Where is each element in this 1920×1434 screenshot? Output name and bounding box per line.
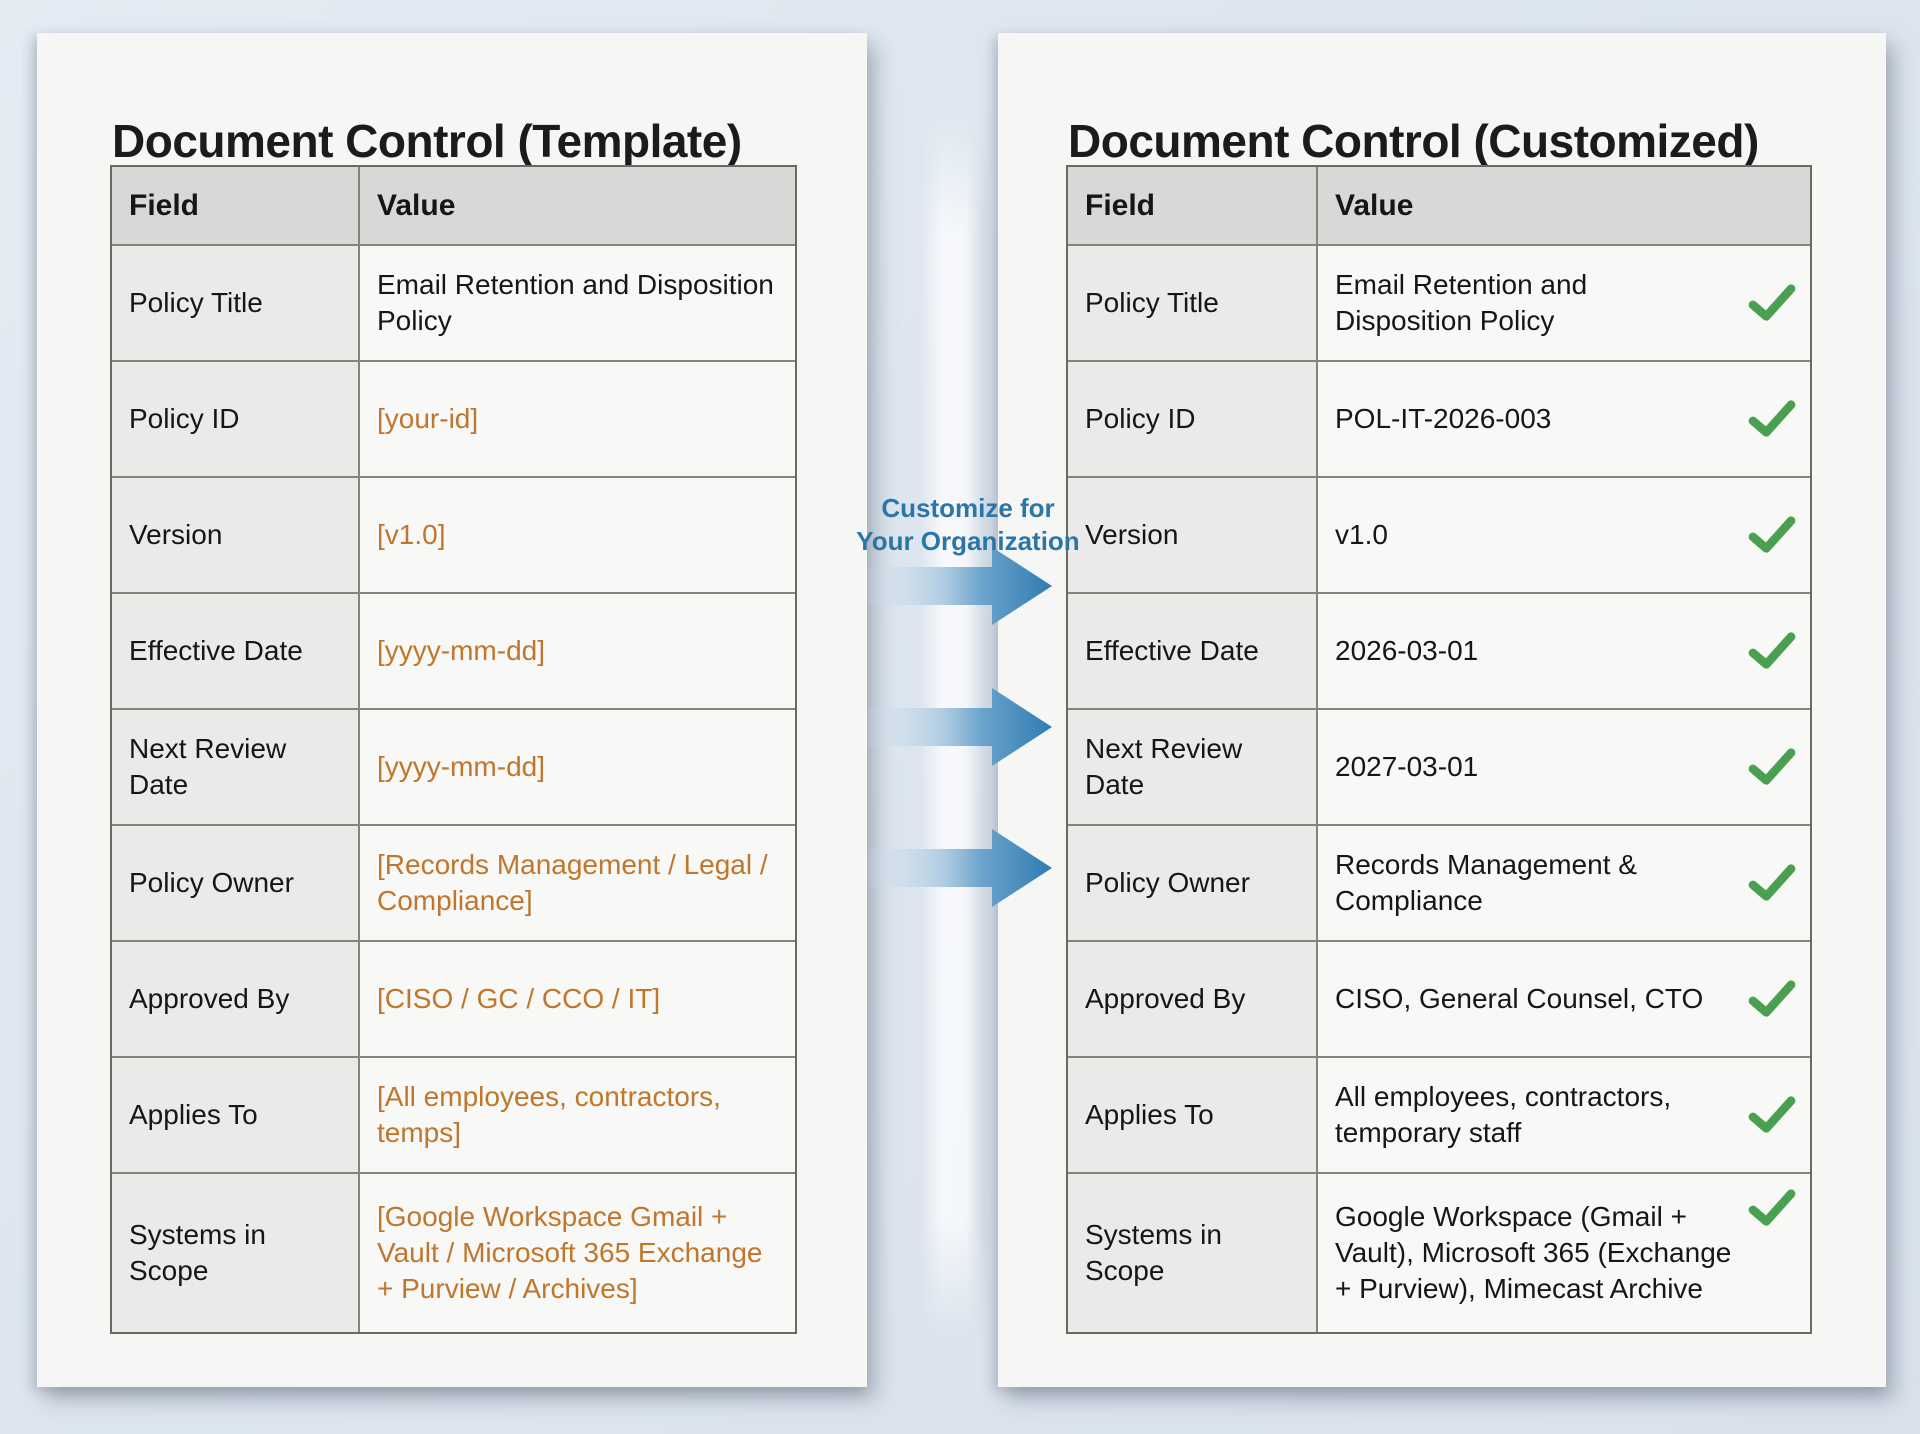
customize-caption: Customize for Your Organization (828, 492, 1108, 558)
table-row: Approved By[CISO / GC / CCO / IT] (112, 940, 795, 1056)
field-cell: Policy Title (112, 246, 360, 360)
column-header-field: Field (112, 167, 360, 244)
arrow-right-icon (868, 547, 1052, 625)
field-cell: Applies To (112, 1058, 360, 1172)
field-cell: Policy Owner (1068, 826, 1318, 940)
value-cell: Google Workspace (Gmail + Vault), Micros… (1318, 1174, 1810, 1332)
field-cell: Approved By (112, 942, 360, 1056)
table-row: Next Review Date[yyyy-mm-dd] (112, 708, 795, 824)
arrow-right-icon (868, 688, 1052, 766)
customize-caption-line1: Customize for (881, 493, 1055, 523)
value-cell: [yyyy-mm-dd] (360, 710, 795, 824)
check-icon (1748, 1095, 1796, 1135)
column-header-value: Value (1318, 167, 1810, 244)
field-cell: Policy ID (1068, 362, 1318, 476)
column-header-field: Field (1068, 167, 1318, 244)
value-cell: v1.0 (1318, 478, 1810, 592)
field-cell: Applies To (1068, 1058, 1318, 1172)
field-cell: Policy ID (112, 362, 360, 476)
check-icon (1748, 747, 1796, 787)
value-cell: 2027-03-01 (1318, 710, 1810, 824)
value-cell: [All employees, contractors, temps] (360, 1058, 795, 1172)
check-icon (1748, 1188, 1796, 1228)
value-cell: [v1.0] (360, 478, 795, 592)
field-cell: Systems in Scope (112, 1174, 360, 1332)
value-cell: [Records Management / Legal / Compliance… (360, 826, 795, 940)
column-header-value: Value (360, 167, 795, 244)
check-icon (1748, 399, 1796, 439)
check-icon (1748, 979, 1796, 1019)
check-icon (1748, 515, 1796, 555)
check-icon (1748, 631, 1796, 671)
customize-caption-line2: Your Organization (856, 526, 1080, 556)
value-cell: Email Retention and Disposition Policy (360, 246, 795, 360)
field-cell: Effective Date (1068, 594, 1318, 708)
table-row: Policy Owner[Records Management / Legal … (112, 824, 795, 940)
table-row: Systems in Scope[Google Workspace Gmail … (112, 1172, 795, 1332)
table-row: Policy ID[your-id] (112, 360, 795, 476)
field-cell: Policy Owner (112, 826, 360, 940)
value-cell: [Google Workspace Gmail + Vault / Micros… (360, 1174, 795, 1332)
field-cell: Next Review Date (1068, 710, 1318, 824)
table-row: Applies To[All employees, contractors, t… (112, 1056, 795, 1172)
field-cell: Policy Title (1068, 246, 1318, 360)
template-page-title: Document Control (Template) (112, 115, 742, 167)
field-cell: Effective Date (112, 594, 360, 708)
value-cell: Records Management & Compliance (1318, 826, 1810, 940)
value-cell: All employees, contractors, temporary st… (1318, 1058, 1810, 1172)
arrow-right-icon (868, 829, 1052, 907)
field-cell: Next Review Date (112, 710, 360, 824)
value-cell: [your-id] (360, 362, 795, 476)
value-cell: Email Retention and Disposition Policy (1318, 246, 1810, 360)
field-cell: Approved By (1068, 942, 1318, 1056)
value-cell: POL-IT-2026-003 (1318, 362, 1810, 476)
field-cell: Version (112, 478, 360, 592)
field-cell: Systems in Scope (1068, 1174, 1318, 1332)
value-cell: 2026-03-01 (1318, 594, 1810, 708)
table-row: Version[v1.0] (112, 476, 795, 592)
value-cell: CISO, General Counsel, CTO (1318, 942, 1810, 1056)
table-row: Effective Date[yyyy-mm-dd] (112, 592, 795, 708)
value-cell: [yyyy-mm-dd] (360, 594, 795, 708)
field-cell: Version (1068, 478, 1318, 592)
check-icon (1748, 283, 1796, 323)
check-icon (1748, 863, 1796, 903)
customized-page-title: Document Control (Customized) (1068, 115, 1759, 167)
value-cell: [CISO / GC / CCO / IT] (360, 942, 795, 1056)
